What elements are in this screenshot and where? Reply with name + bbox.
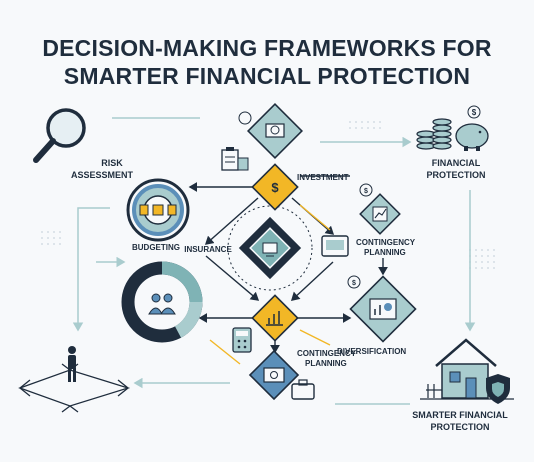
contingency-top-line2: PLANNING: [364, 248, 406, 257]
smarter-protection-line1: SMARTER FINANCIAL: [412, 410, 508, 420]
insurance-label: INSURANCE: [184, 245, 232, 254]
contingency-bottom-line1: CONTINGENCY: [297, 349, 357, 358]
smarter-protection-line2: PROTECTION: [430, 422, 489, 432]
contingency-top-line1: CONTINGENCY: [356, 238, 416, 247]
diversification-label: DIVERSIFICATION: [337, 347, 406, 356]
svg-text:$: $: [472, 108, 477, 117]
page-title: DECISION-MAKING FRAMEWORKS FOR SMARTER F…: [0, 34, 534, 90]
risk-label-line2: ASSESSMENT: [71, 170, 134, 180]
briefcase-icon: [291, 379, 315, 400]
chart-diamond-icon[interactable]: $: [359, 183, 401, 235]
dollar-icon: $: [271, 180, 279, 195]
center-dotted-ring: [227, 205, 313, 291]
svg-text:$: $: [352, 280, 356, 287]
financial-protection-line1: FINANCIAL: [432, 158, 481, 168]
people-icon: [148, 293, 176, 315]
crossroad-arrows-icon: [18, 363, 131, 413]
center-framework-node[interactable]: [238, 216, 302, 280]
risk-label-line1: RISK: [101, 158, 123, 168]
bar-chart-icon: [266, 311, 283, 326]
house-shield-icon[interactable]: [420, 338, 514, 404]
svg-text:$: $: [364, 188, 368, 195]
decorative-dots: [41, 121, 495, 269]
coins-piggybank-icon[interactable]: $: [416, 105, 489, 151]
dollar-diamond-icon[interactable]: [238, 102, 304, 160]
diversification-node[interactable]: [251, 294, 299, 342]
donut-people-icon[interactable]: [121, 261, 203, 343]
shield-diamond-icon[interactable]: [248, 349, 300, 401]
investment-label: INVESTMENT: [297, 173, 349, 182]
clipboard-icon: [221, 147, 249, 171]
budgeting-label: BUDGETING: [132, 243, 180, 252]
person-standing-icon: [68, 346, 76, 382]
investment-node[interactable]: $: [251, 163, 299, 211]
outer-flow-lines: [72, 117, 476, 405]
financial-protection-line2: PROTECTION: [426, 170, 485, 180]
calculator-icon: [232, 327, 252, 353]
title-line-1: DECISION-MAKING FRAMEWORKS FOR: [42, 35, 492, 61]
monitor-icon: [321, 235, 349, 257]
pie-chart-diamond-icon[interactable]: $: [347, 275, 417, 343]
title-line-2: SMARTER FINANCIAL PROTECTION: [63, 63, 471, 89]
budget-target-icon[interactable]: [126, 178, 190, 242]
accent-lines: [209, 204, 331, 365]
magnifier-icon[interactable]: [33, 108, 86, 163]
contingency-bottom-line2: PLANNING: [305, 359, 347, 368]
